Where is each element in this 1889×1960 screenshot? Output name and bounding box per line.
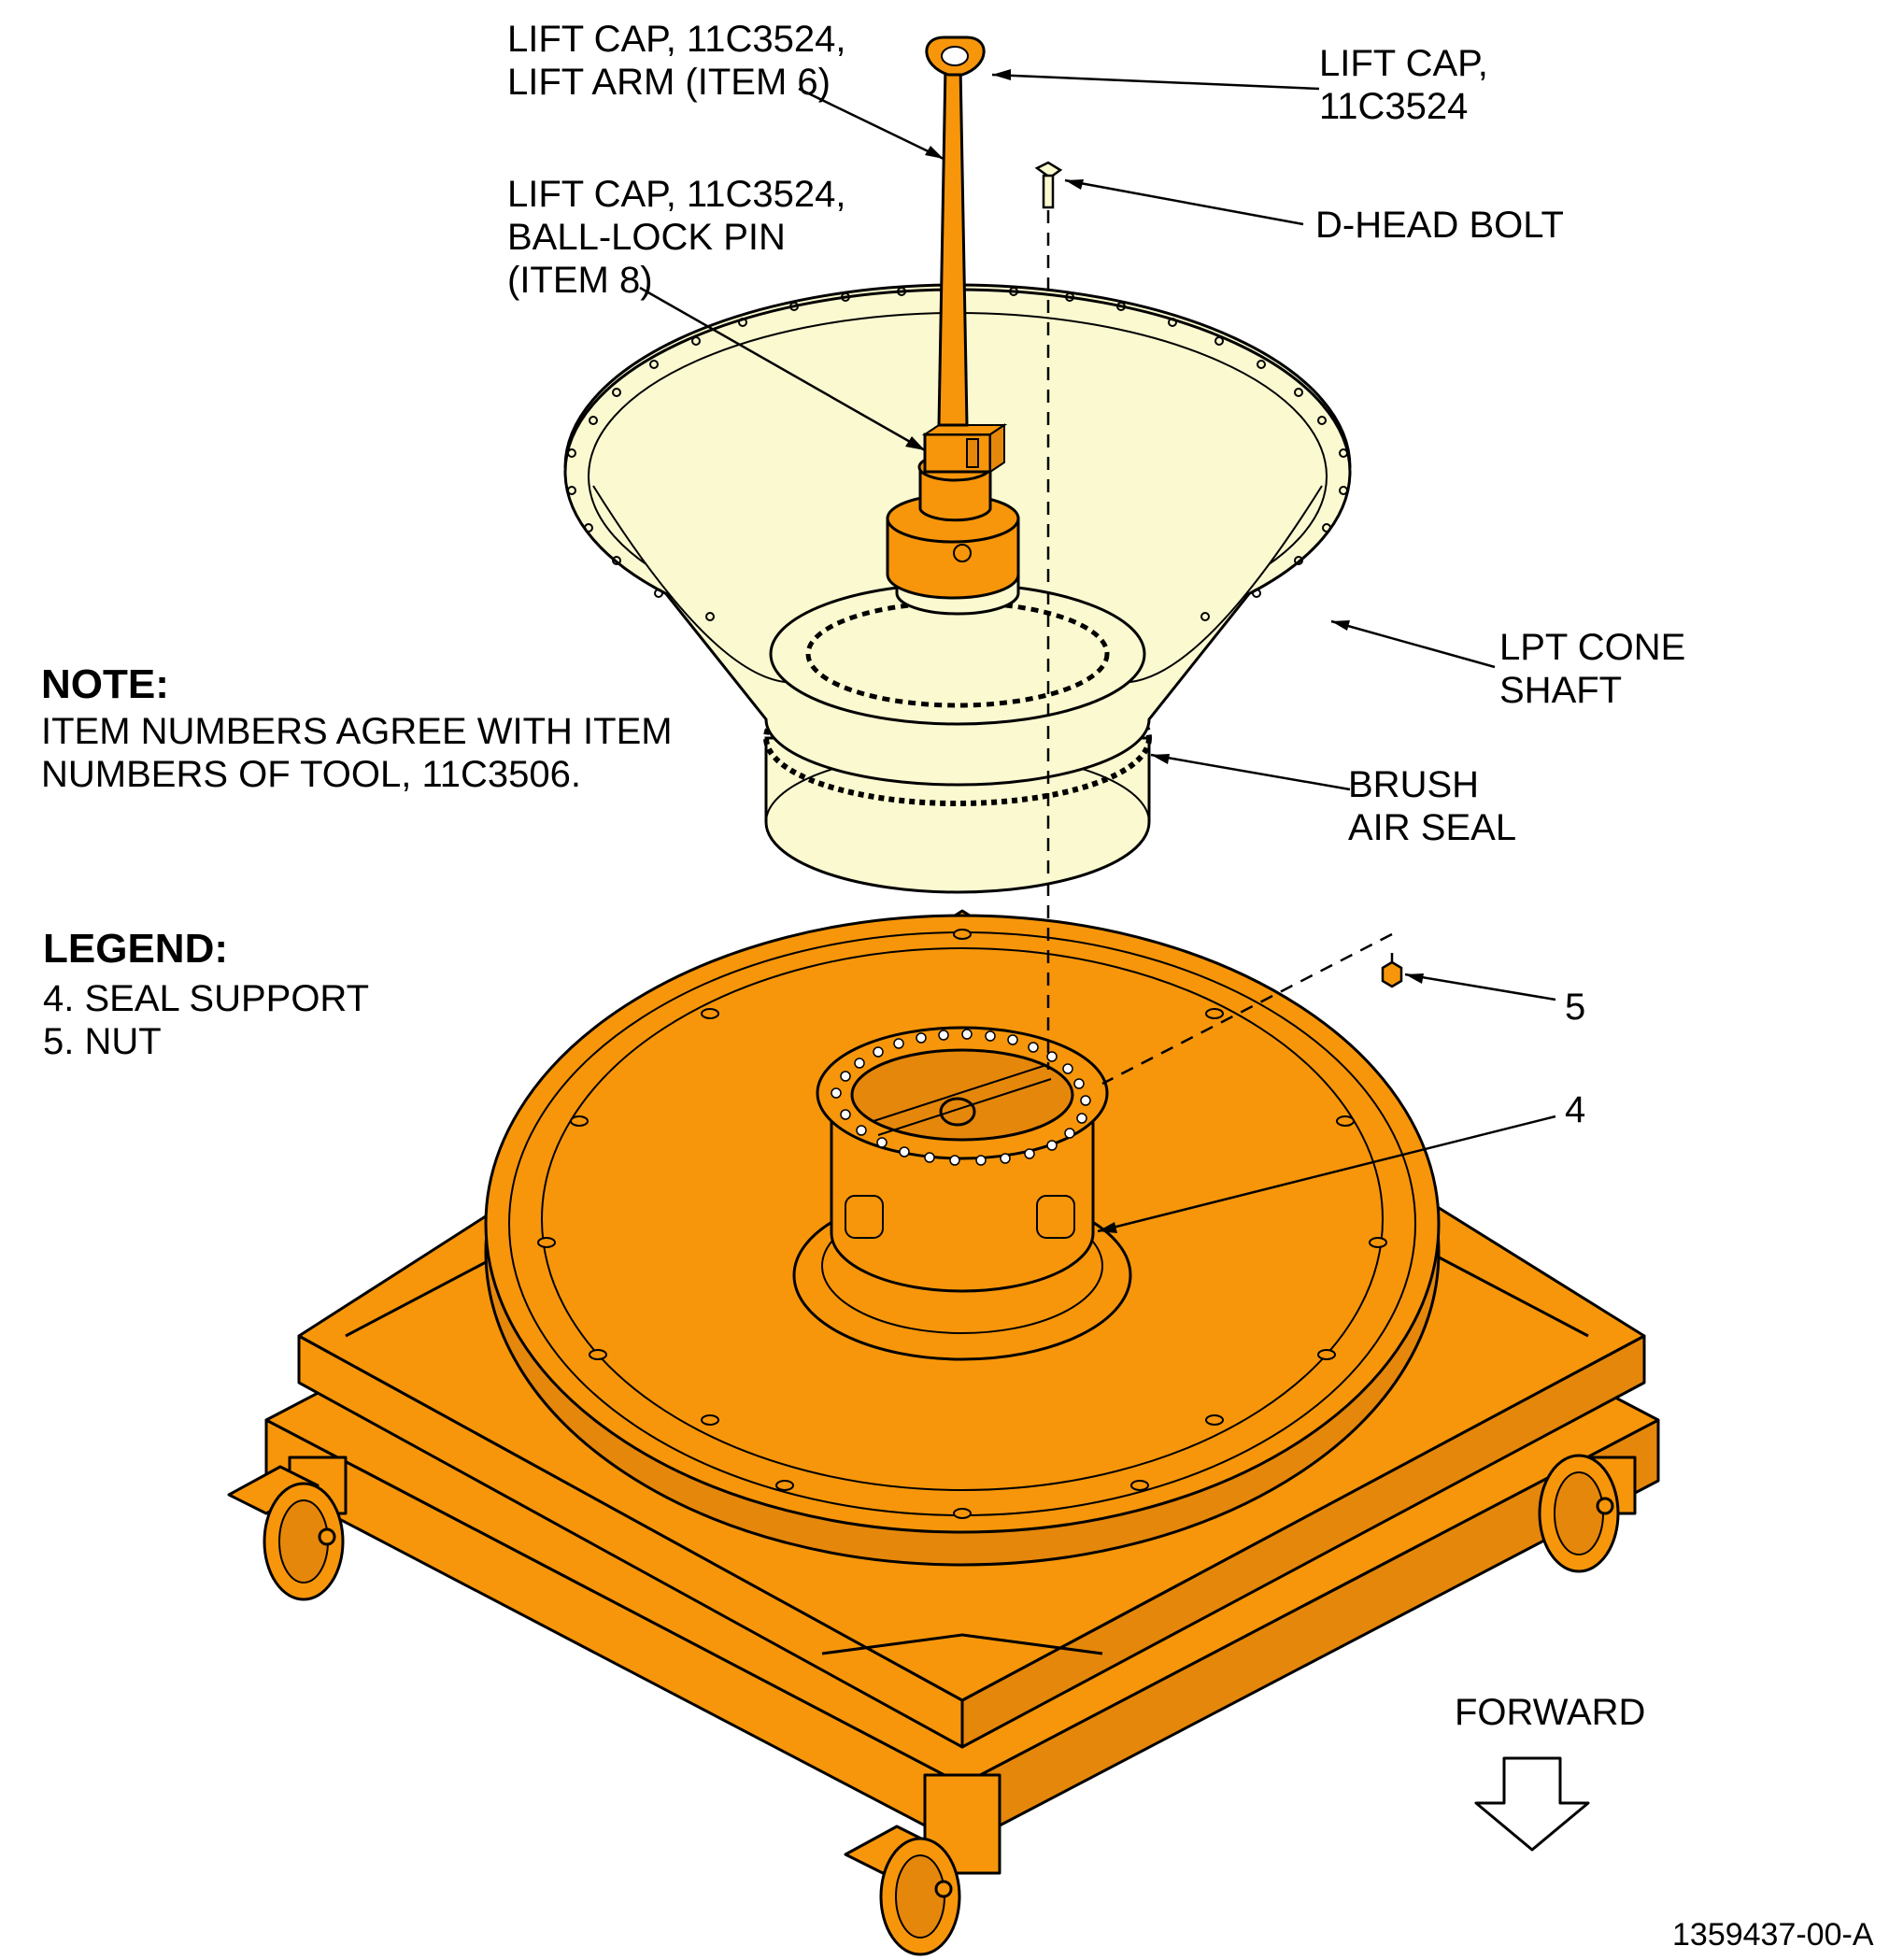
fixture-cart [227,909,1660,1956]
callout-item-4: 4 [1565,1089,1586,1130]
callout-lift-arm: LIFT CAP, 11C3524, LIFT ARM (ITEM 6) [507,19,846,103]
turntable-bolt-holes [537,929,1387,1519]
seal-support-center-ring [939,1097,976,1127]
nut-item-5 [1381,953,1403,988]
callout-d-head-bolt: D-HEAD BOLT [1315,205,1564,246]
frame-brace-bottom [821,1633,1103,1655]
figure-id: 1359437-00-A [1672,1917,1874,1953]
callout-lpt-cone-shaft: LPT CONE SHAFT [1499,627,1686,711]
seal-support-item-4 [792,1026,1132,1361]
ball-lock-pin-block [923,433,992,474]
legend-item: 5. NUT [43,1021,162,1062]
lift-cap-tool [886,36,1020,616]
callout-lift-cap: LIFT CAP, 11C3524 [1319,43,1488,127]
lift-cap-hub [918,465,992,522]
note-heading: NOTE: [41,661,169,707]
forward-arrow-icon [1474,1756,1590,1852]
callout-ball-lock-pin: LIFT CAP, 11C3524, BALL-LOCK PIN (ITEM 8… [507,174,846,301]
legend-item: 4. SEAL SUPPORT [43,978,370,1019]
callout-item-5: 5 [1565,987,1586,1028]
leader-arrowheads [905,69,1424,1233]
forward-label: FORWARD [1455,1692,1646,1733]
legend-heading: LEGEND: [43,926,228,972]
lift-arm-item-6 [937,64,969,427]
d-head-bolt [1034,161,1063,209]
caster-front [844,1825,961,1956]
seal-support-bolt-holes [831,1029,1091,1166]
seal-support-top-bore [850,1048,1074,1142]
cart-leg-front [923,1773,1001,1875]
caster-left [227,1465,345,1601]
turntable-disc-inner-ring [541,947,1384,1491]
caster-right [1538,1454,1620,1573]
note-text: ITEM NUMBERS AGREE WITH ITEM NUMBERS OF … [41,711,673,795]
leader-lines [639,73,1556,1233]
assembly-center-lines [1046,210,1393,1086]
callout-brush-air-seal: BRUSH AIR SEAL [1348,764,1517,848]
